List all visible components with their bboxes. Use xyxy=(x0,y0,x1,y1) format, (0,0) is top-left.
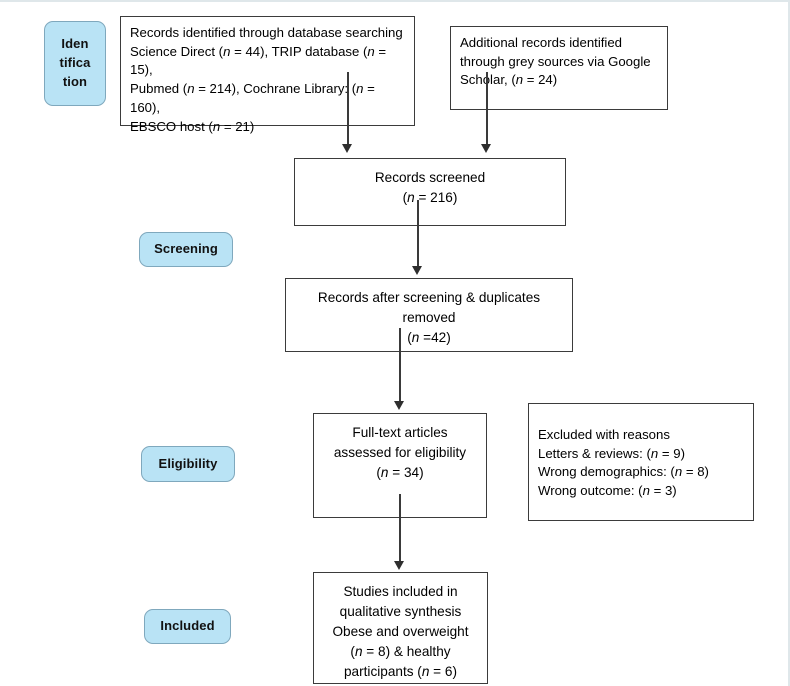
connector-after-screening-to-full-text xyxy=(399,328,401,403)
arrowhead-grey-to-screened xyxy=(481,144,491,153)
records-database-l2-c: = 15), xyxy=(130,43,387,78)
grey-records-line-2: through grey sources via Google xyxy=(460,53,651,69)
grey-records-l3-b: = 24) xyxy=(523,72,558,88)
records-database-line-4: EBSCO host (n = 21) xyxy=(130,118,405,137)
grey-records-line-1: Additional records identified xyxy=(460,35,623,50)
records-database-l4-b: = 21) xyxy=(220,118,255,134)
excluded-line-1: Excluded with reasons xyxy=(538,427,670,442)
studies-included-line-4: (n = 8) & healthy xyxy=(322,642,479,662)
studies-included-line-1: Studies included in xyxy=(343,584,458,599)
records-after-line-1: Records after screening & duplicates xyxy=(317,290,541,305)
excluded-l4-a: Wrong outcome: ( xyxy=(538,483,643,499)
box-records-after-screening: Records after screening & duplicates rem… xyxy=(285,278,573,352)
arrowhead-full-text-to-included xyxy=(394,561,404,570)
excluded-l3-n: n xyxy=(674,464,683,480)
grey-records-l3-n: n xyxy=(515,72,524,88)
studies-included-l5-n: n xyxy=(421,664,430,680)
records-database-l3-n2: n xyxy=(356,81,364,97)
stage-label-included: Included xyxy=(144,609,231,644)
stage-identification-line-2: tifica xyxy=(59,55,91,71)
excluded-l2-n: n xyxy=(650,445,659,461)
box-full-text-assessed: Full-text articles assessed for eligibil… xyxy=(313,413,487,518)
records-database-l2-n2: n xyxy=(367,43,375,59)
box-records-identified-database: Records identified through database sear… xyxy=(120,16,415,134)
excluded-l4-n: n xyxy=(642,483,650,499)
stage-eligibility-label: Eligibility xyxy=(158,455,218,471)
page-edge-right xyxy=(788,0,790,686)
studies-included-l5-b: = 6) xyxy=(429,664,457,680)
excluded-line-3: Wrong demographics: (n = 8) xyxy=(538,463,744,482)
arrowhead-after-screening-to-full-text xyxy=(394,401,404,410)
arrowhead-screened-to-after-screening xyxy=(412,266,422,275)
studies-included-line-5: participants (n = 6) xyxy=(322,662,479,682)
full-text-line-2: assessed for eligibility xyxy=(333,445,467,461)
grey-records-l3-a: Scholar, ( xyxy=(460,72,516,88)
studies-included-l5-a: participants ( xyxy=(344,664,422,680)
studies-included-line-3: Obese and overweight xyxy=(332,624,469,640)
full-text-l3-b: = 34) xyxy=(388,465,424,481)
stage-included-label: Included xyxy=(160,618,215,634)
excluded-l2-b: = 9) xyxy=(658,445,685,461)
excluded-line-4: Wrong outcome: (n = 3) xyxy=(538,482,744,501)
full-text-l3-n: n xyxy=(380,465,389,481)
records-screened-l2-a: ( xyxy=(402,190,408,206)
box-records-screened: Records screened (n = 216) xyxy=(294,158,566,226)
box-studies-included: Studies included in qualitative synthesi… xyxy=(313,572,488,684)
records-database-l3-n1: n xyxy=(187,81,195,97)
excluded-l3-a: Wrong demographics: ( xyxy=(538,464,675,480)
records-after-l3-b: =42) xyxy=(419,330,451,346)
records-after-line-3: (n =42) xyxy=(294,328,564,348)
arrowhead-database-to-screened xyxy=(342,144,352,153)
studies-included-l4-b: = 8) & healthy xyxy=(362,644,451,660)
records-screened-l2-b: = 216) xyxy=(414,190,458,206)
records-database-l3-b: = 214), Cochrane Library: ( xyxy=(194,81,357,97)
records-database-line-3: Pubmed (n = 214), Cochrane Library: (n =… xyxy=(130,80,405,117)
box-additional-records-grey-sources: Additional records identified through gr… xyxy=(450,26,668,110)
connector-database-to-screened xyxy=(347,72,349,146)
stage-label-screening: Screening xyxy=(139,232,233,267)
stage-label-eligibility: Eligibility xyxy=(141,446,235,482)
full-text-line-3: (n = 34) xyxy=(322,463,478,483)
stage-screening-label: Screening xyxy=(154,241,218,257)
records-database-line-2: Science Direct (n = 44), TRIP database (… xyxy=(130,43,405,80)
stage-label-identification: Iden tifica tion xyxy=(44,21,106,106)
stage-identification-line-3: tion xyxy=(62,73,88,89)
page-edge-top xyxy=(0,0,790,2)
records-database-l3-c: = 160), xyxy=(130,81,375,115)
connector-screened-to-after-screening xyxy=(417,200,419,268)
records-after-l3-n: n xyxy=(411,330,420,346)
records-database-line-1: Records identified through database sear… xyxy=(130,25,403,40)
records-screened-line-2: (n = 216) xyxy=(303,188,557,208)
box-excluded-with-reasons: Excluded with reasons Letters & reviews:… xyxy=(528,403,754,521)
connector-full-text-to-included xyxy=(399,494,401,563)
connector-grey-to-screened xyxy=(486,72,488,146)
studies-included-l4-a: ( xyxy=(350,644,355,660)
excluded-l3-b: = 8) xyxy=(682,464,709,480)
stage-identification-line-1: Iden xyxy=(61,36,89,52)
studies-included-l4-n: n xyxy=(354,644,363,660)
records-database-l2-b: = 44), TRIP database ( xyxy=(230,43,368,59)
grey-records-line-3: Scholar, (n = 24) xyxy=(460,71,658,90)
excluded-line-2: Letters & reviews: (n = 9) xyxy=(538,445,744,464)
full-text-l3-a: ( xyxy=(376,465,381,481)
records-after-l3-a: ( xyxy=(407,330,412,346)
records-database-l4-n1: n xyxy=(212,118,221,134)
records-after-line-2: removed xyxy=(402,310,456,326)
records-screened-line-1: Records screened xyxy=(374,170,486,185)
excluded-l2-a: Letters & reviews: ( xyxy=(538,445,651,461)
records-database-l2-a: Science Direct ( xyxy=(130,43,224,59)
records-database-l4-a: EBSCO host ( xyxy=(130,118,213,134)
full-text-line-1: Full-text articles xyxy=(352,425,448,440)
excluded-l4-b: = 3) xyxy=(649,483,677,499)
records-screened-l2-n: n xyxy=(407,190,415,206)
records-database-l2-n1: n xyxy=(223,43,231,59)
records-database-l3-a: Pubmed ( xyxy=(130,81,188,97)
studies-included-line-2: qualitative synthesis xyxy=(339,604,462,620)
